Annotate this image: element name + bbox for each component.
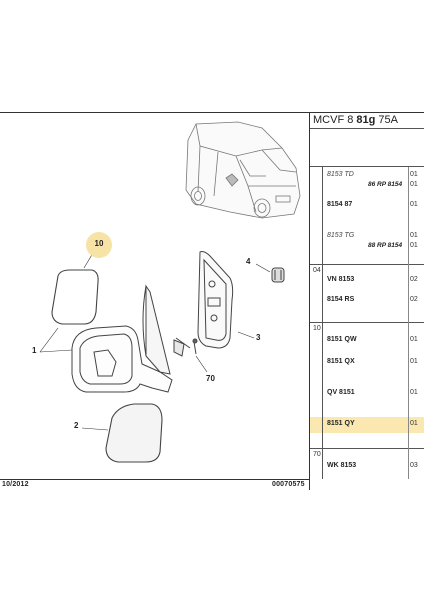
clip-part xyxy=(271,267,285,283)
group-label-10: 10 xyxy=(313,325,321,332)
mirror-glass-part xyxy=(51,269,99,325)
callout-2: 2 xyxy=(74,421,79,430)
column-divider xyxy=(309,112,310,490)
part-qty: 03 xyxy=(410,462,418,469)
mirror-frame-part xyxy=(197,251,234,349)
part-ref[interactable]: 8153 TD xyxy=(327,171,354,178)
part-qty: 01 xyxy=(410,242,418,249)
part-sub-ref[interactable]: 88 RP 8154 xyxy=(368,242,403,249)
catalog-code: MCVF 8 81g 75A xyxy=(313,114,399,126)
qty-divider xyxy=(408,167,409,479)
row-rule xyxy=(310,166,424,167)
part-qty: 02 xyxy=(410,296,418,303)
part-ref-selected[interactable]: 8151 QY xyxy=(327,420,355,427)
callout-badge-10: 10 xyxy=(86,232,112,258)
part-ref[interactable]: VN 8153 xyxy=(327,276,355,283)
van-illustration xyxy=(185,121,301,219)
part-ref[interactable]: 8151 QW xyxy=(327,336,357,343)
screw-part xyxy=(192,338,198,355)
callout-4: 4 xyxy=(246,257,251,266)
part-sub-ref[interactable]: 86 RP 8154 xyxy=(368,181,403,188)
part-qty: 01 xyxy=(410,201,418,208)
footer-date: 10/2012 xyxy=(2,481,29,488)
mirror-housing-part xyxy=(71,284,191,393)
part-ref[interactable]: 8154 87 xyxy=(327,201,353,208)
part-ref[interactable]: WK 8153 xyxy=(327,462,357,469)
part-qty: 01 xyxy=(410,358,418,365)
part-ref[interactable]: 8151 QX xyxy=(327,358,355,365)
part-ref[interactable]: 8153 TG xyxy=(327,232,355,239)
selected-row-highlight xyxy=(310,417,424,433)
group-divider xyxy=(322,265,323,322)
part-qty: 01 xyxy=(410,181,418,188)
header-rule xyxy=(310,128,424,129)
mirror-cap-part xyxy=(105,403,163,463)
part-qty: 02 xyxy=(410,276,418,283)
group-divider xyxy=(322,167,323,264)
part-ref[interactable]: 8154 RS xyxy=(327,296,355,303)
row-rule xyxy=(310,264,424,265)
group-divider xyxy=(322,449,323,479)
group-divider xyxy=(322,323,323,448)
diagram-footer: 10/2012 00070575 xyxy=(0,479,309,491)
part-qty: 01 xyxy=(410,389,418,396)
group-label-04: 04 xyxy=(313,267,321,274)
parts-sheet xyxy=(0,112,424,491)
part-qty: 01 xyxy=(410,420,418,427)
callout-3: 3 xyxy=(256,333,261,342)
callout-70: 70 xyxy=(206,374,215,383)
part-qty: 01 xyxy=(410,336,418,343)
footer-docnum: 00070575 xyxy=(272,481,305,488)
row-rule xyxy=(310,448,424,449)
row-rule xyxy=(310,322,424,323)
callout-1: 1 xyxy=(32,346,37,355)
exploded-diagram xyxy=(39,121,301,463)
part-qty: 01 xyxy=(410,232,418,239)
group-label-70: 70 xyxy=(313,451,321,458)
part-ref[interactable]: QV 8151 xyxy=(327,389,355,396)
part-qty: 01 xyxy=(410,171,418,178)
leader-lines xyxy=(39,247,271,431)
